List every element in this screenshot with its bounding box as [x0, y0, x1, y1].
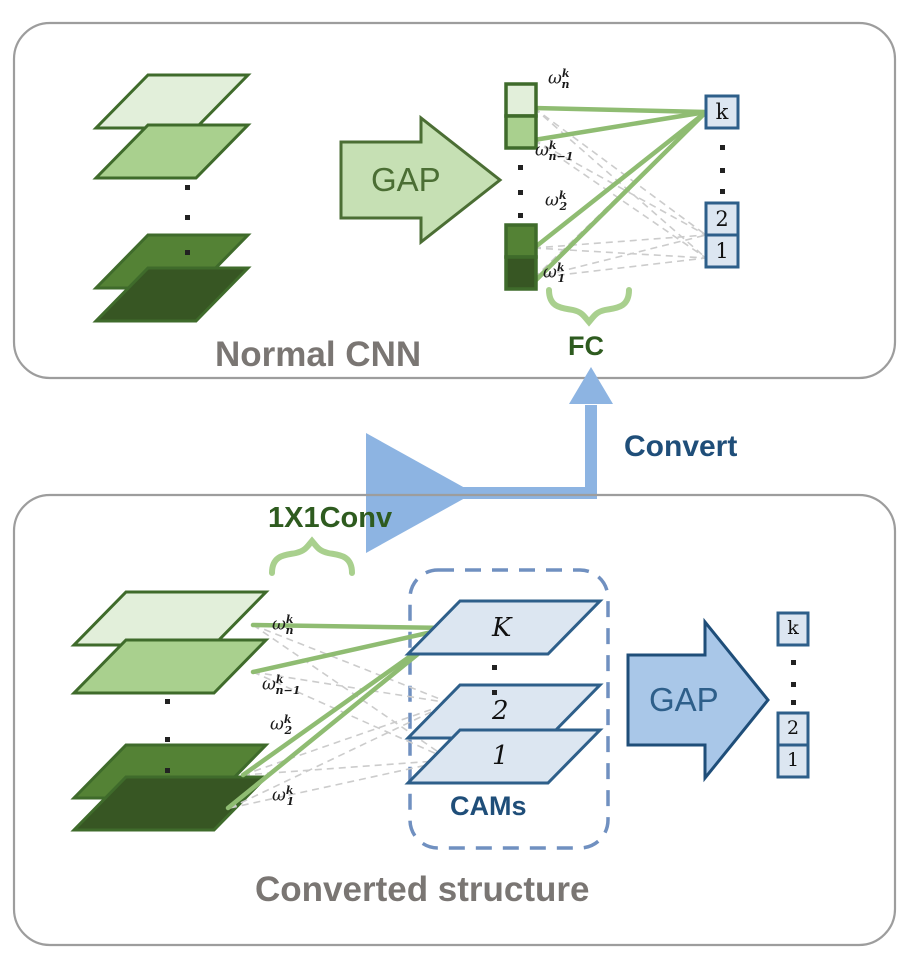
weight-label-wn-1-bottom: ωkn−1 [262, 673, 301, 698]
panel-title-converted-structure: Converted structure [255, 870, 590, 909]
convert-arrow-head-up [569, 367, 613, 404]
conv-conn-w1 [225, 625, 453, 811]
conv-brace [269, 536, 355, 576]
gap-arrow-green [339, 114, 503, 246]
stack-b-ellipsis-dot-2 [165, 737, 170, 742]
fc-connections-top [531, 105, 709, 285]
cam-label-1: 1 [492, 741, 509, 771]
weight-label-wn-1-top: ωkn−1 [535, 139, 574, 164]
gap-cell-2 [504, 223, 538, 259]
output-node-label-2-top: 2 [715, 207, 729, 231]
output-node-label-2-bottom: 2 [786, 717, 800, 739]
output-nodes-bottom [776, 611, 810, 779]
node-b-ellipsis-dot-2 [791, 682, 796, 687]
output-node-label-k-bottom: k [787, 617, 799, 639]
convert-arrow [366, 367, 613, 553]
stack-ellipsis-dot-1 [185, 185, 190, 190]
gap-vector-top [504, 82, 538, 291]
gap-arrow-blue [626, 617, 770, 783]
feature-map-b4 [70, 775, 270, 832]
fc-brace [546, 287, 632, 327]
cams-label: CAMs [450, 791, 527, 821]
vector-ellipsis-dot-2 [518, 190, 523, 195]
gap-label-bottom: GAP [649, 681, 719, 718]
fc-label: FC [568, 331, 604, 361]
gap-label-top: GAP [371, 161, 441, 198]
feature-map-stack-top [92, 73, 252, 323]
gap-cell-1 [504, 255, 538, 291]
output-node-k [704, 94, 740, 130]
convert-label: Convert [624, 430, 738, 463]
output-node-b-k [776, 611, 810, 647]
panel-converted-structure-frame [12, 493, 897, 947]
panel-title-normal-cnn: Normal CNN [215, 335, 422, 374]
weight-label-w2-bottom: ωk2 [270, 713, 293, 738]
vector-ellipsis-dot-3 [518, 213, 523, 218]
stack-b-ellipsis-dot-3 [165, 768, 170, 773]
output-node-2 [704, 201, 740, 237]
feature-map-b1 [70, 590, 270, 647]
feature-map-stack-bottom [70, 590, 270, 832]
conv-1x1-label: 1X1Conv [268, 502, 393, 534]
weight-label-w1-bottom: ωk1 [272, 784, 295, 809]
node-ellipsis-dot-2 [720, 168, 725, 173]
vector-ellipsis-dot-1 [518, 165, 523, 170]
node-ellipsis-dot-1 [720, 145, 725, 150]
conv-conn-wn [250, 622, 453, 631]
fc-conn-w2 [531, 109, 709, 251]
output-node-b-2 [776, 711, 810, 747]
output-node-label-k-top: k [715, 100, 729, 124]
weight-label-w2-top: ωk2 [545, 189, 568, 214]
cam-ellipsis-dot-1 [492, 665, 497, 670]
cam-K [404, 599, 604, 656]
cam-ellipsis-dot-2 [492, 690, 497, 695]
output-nodes-top [704, 94, 740, 269]
fc-conn-wn1 [531, 109, 709, 143]
stack-b-ellipsis-dot-1 [165, 699, 170, 704]
cam-label-K: K [492, 613, 512, 643]
cam-stack [404, 599, 604, 785]
conv-conn-wn1 [250, 625, 453, 675]
cam-label-2: 2 [492, 696, 509, 726]
stack-ellipsis-dot-2 [185, 215, 190, 220]
fc-conn-w1 [531, 109, 709, 285]
output-node-1 [704, 233, 740, 269]
gap-cell-n-1 [504, 114, 538, 150]
output-node-label-1-bottom: 1 [786, 749, 800, 771]
gap-cell-n [504, 82, 538, 118]
weight-label-wn-bottom: ωkn [272, 613, 294, 638]
node-b-ellipsis-dot-1 [791, 660, 796, 665]
cams-group-container [408, 568, 610, 850]
output-node-label-1-top: 1 [715, 239, 729, 263]
node-ellipsis-dot-3 [720, 189, 725, 194]
output-node-b-1 [776, 743, 810, 779]
weight-label-wn-top: ωkn [548, 67, 570, 92]
feature-map-b2 [70, 638, 270, 695]
feature-map-4 [92, 266, 252, 323]
fc-conn-wn [531, 105, 709, 115]
weight-label-w1-top: ωk1 [543, 261, 566, 286]
stack-ellipsis-dot-3 [185, 250, 190, 255]
cam-1 [404, 728, 604, 785]
feature-map-2 [92, 123, 252, 180]
node-b-ellipsis-dot-3 [791, 700, 796, 705]
